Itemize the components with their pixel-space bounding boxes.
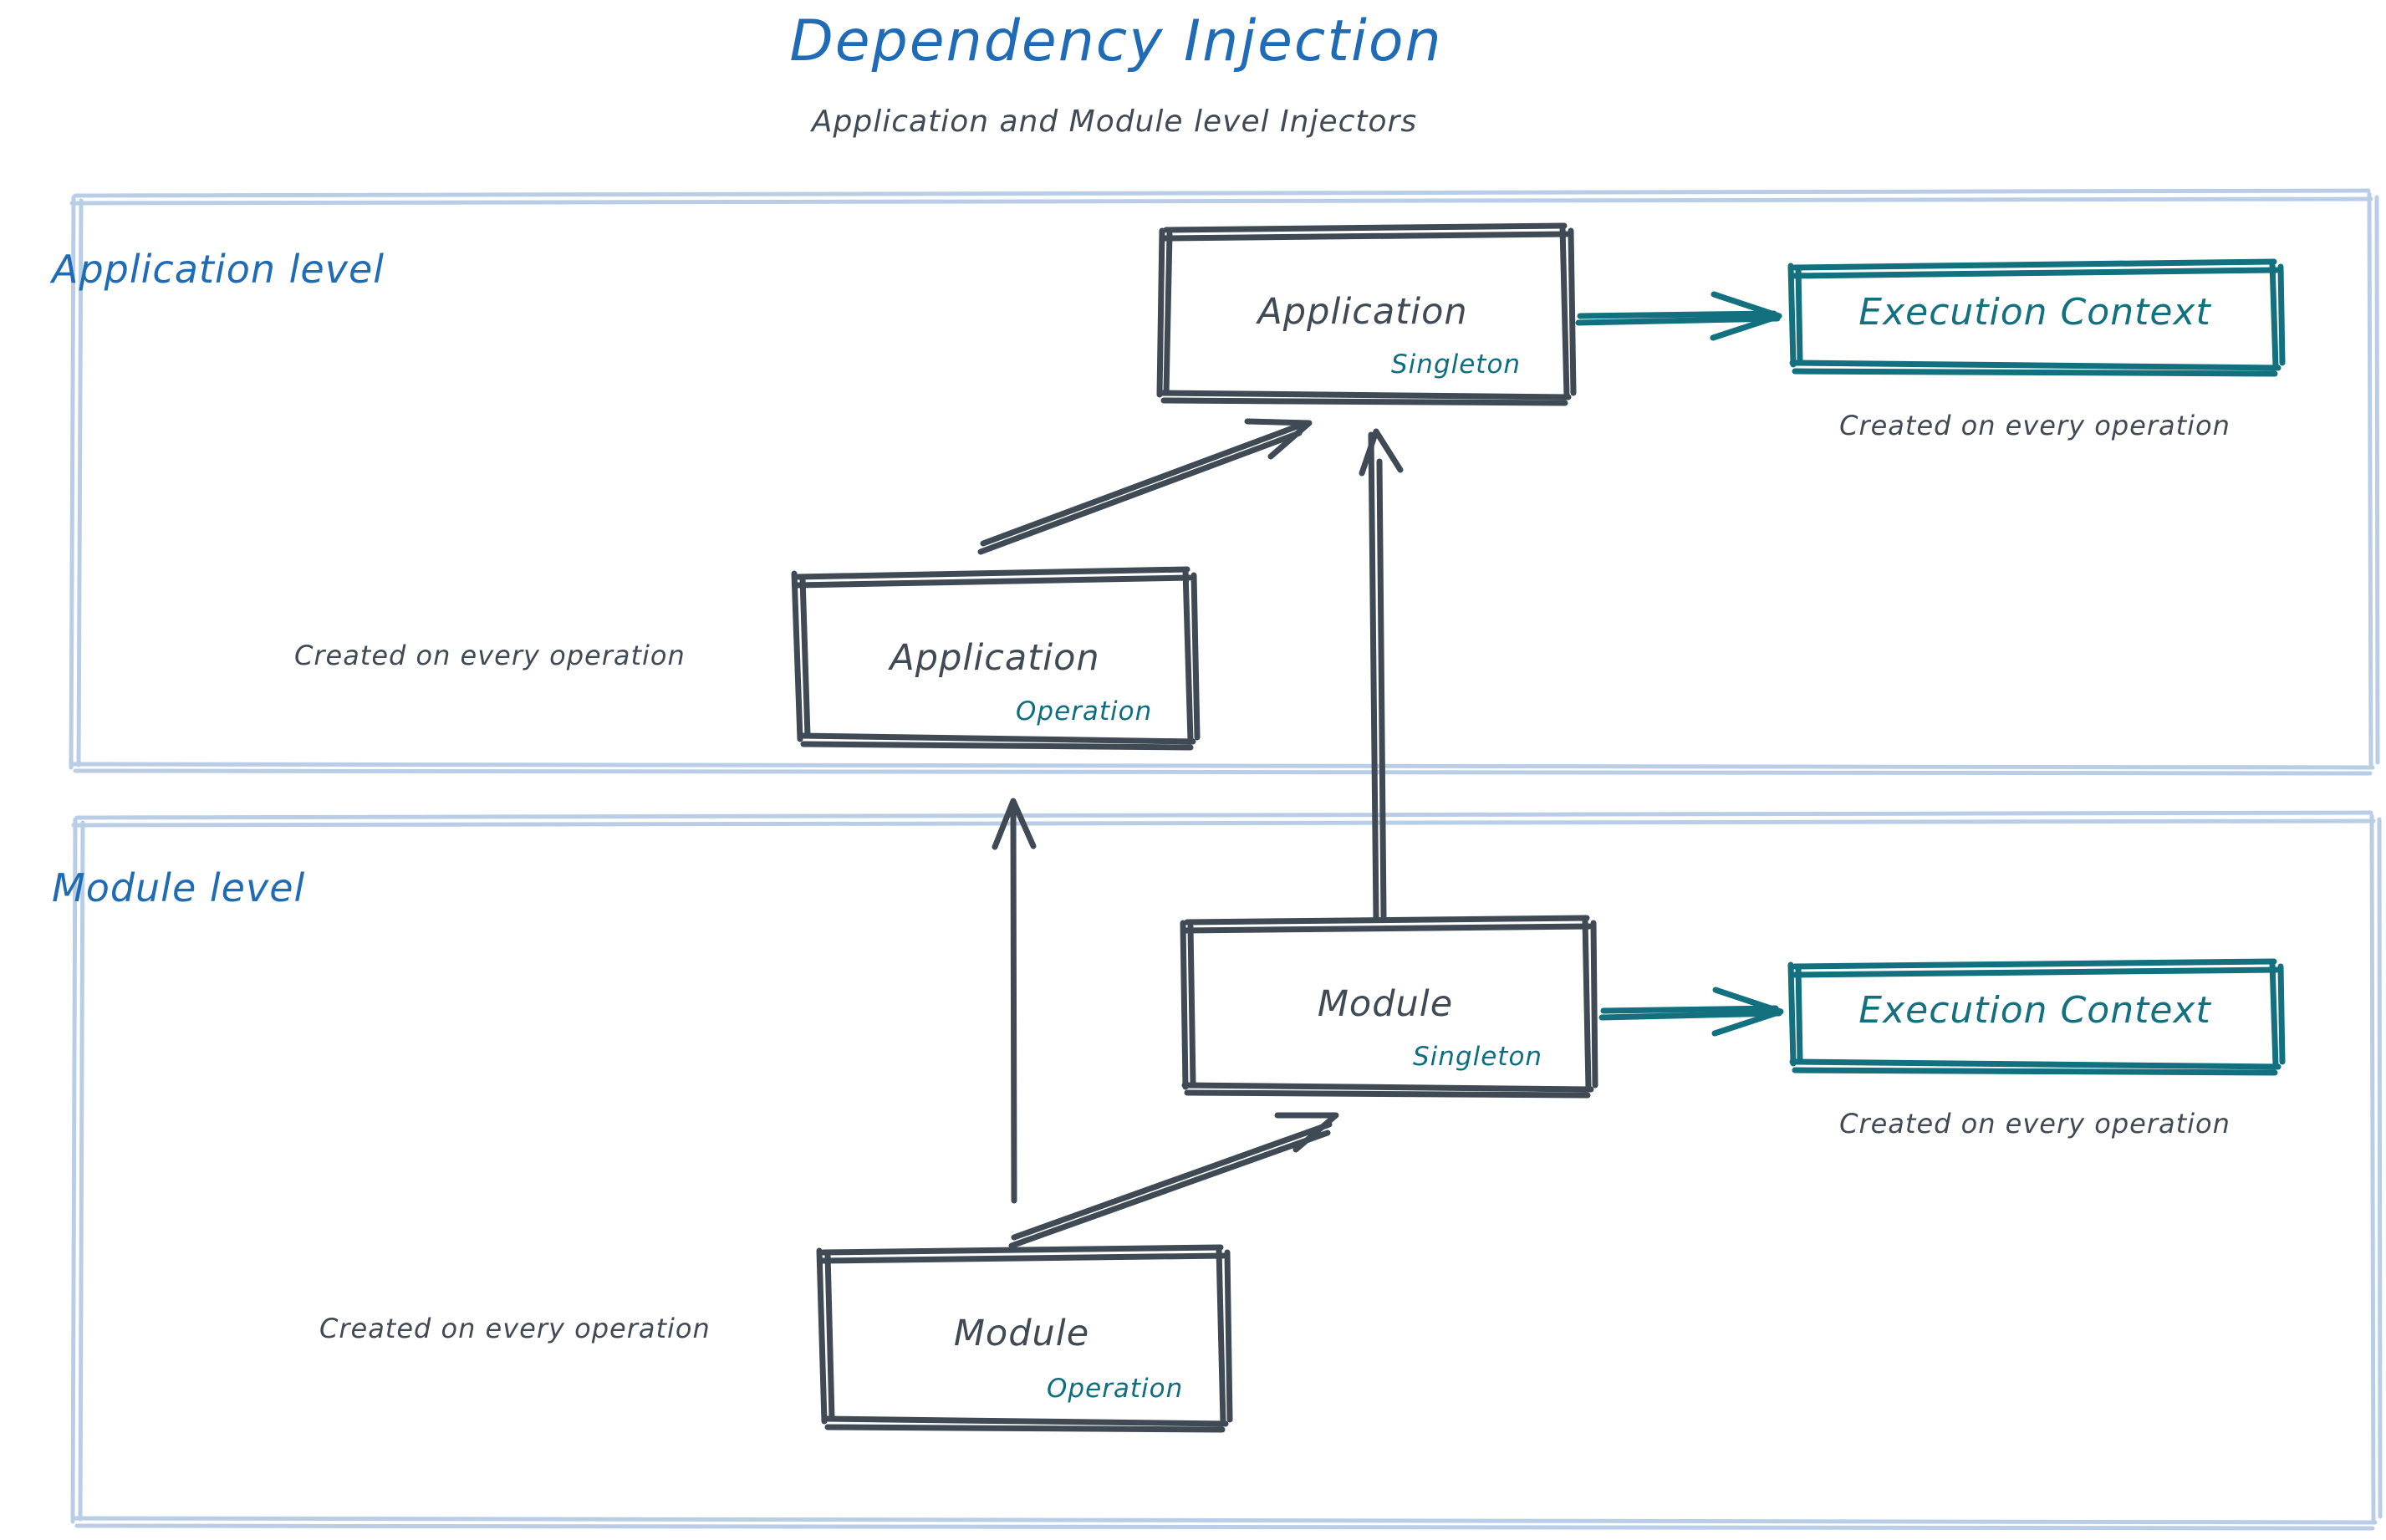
node-scope-badge: Singleton	[1391, 349, 1522, 380]
node-scope-badge: Operation	[1016, 696, 1153, 727]
caption-module-operation: Created on every operation	[319, 1313, 711, 1344]
node-title: Execution Context	[1858, 989, 2211, 1032]
node-title: Module	[953, 1313, 1090, 1354]
node-title: Execution Context	[1858, 291, 2211, 334]
arrow-module-singleton-to-context	[1598, 987, 1784, 1037]
arrow-module-operation-to-module-singleton	[1008, 1112, 1339, 1249]
arrow-app-operation-to-app-singleton	[977, 418, 1313, 555]
application-level-container	[69, 188, 2380, 776]
node-title: Module	[1317, 983, 1454, 1025]
section-label-application-level: Application level	[52, 247, 385, 292]
arrow-module-operation-to-app-operation	[992, 798, 1037, 1204]
caption-app-operation: Created on every operation	[294, 640, 686, 671]
module-level-container	[70, 810, 2383, 1531]
arrow-app-singleton-to-context	[1575, 291, 1782, 341]
page-title: Dependency Injection	[789, 8, 1443, 74]
arrow-module-singleton-to-app-singleton	[1359, 428, 1404, 921]
section-label-module-level: Module level	[52, 865, 306, 910]
caption-module-context: Created on every operation	[1839, 1108, 2231, 1140]
node-scope-badge: Operation	[1047, 1374, 1184, 1404]
node-title: Application	[1257, 291, 1468, 333]
caption-app-context: Created on every operation	[1839, 410, 2231, 441]
node-scope-badge: Singleton	[1413, 1042, 1543, 1072]
node-title: Application	[890, 637, 1100, 679]
page-subtitle: Application and Module level Injectors	[811, 105, 1418, 139]
